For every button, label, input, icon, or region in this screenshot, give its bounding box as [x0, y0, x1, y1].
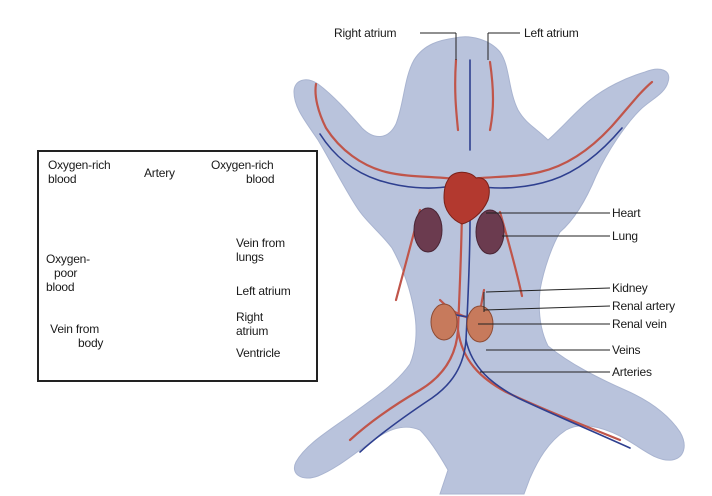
label-line: lungs	[236, 250, 285, 264]
left-lung	[414, 208, 442, 252]
label-lung: Lung	[612, 229, 638, 243]
label-oxygen-poor-blood: Oxygen- poor blood	[46, 252, 90, 294]
label-line: Oxygen-rich	[210, 158, 274, 172]
label-line: Oxygen-rich	[48, 158, 111, 172]
label-line: blood	[210, 172, 274, 186]
label-oxygen-rich-blood-left: Oxygen-rich blood	[48, 158, 111, 186]
label-line: Oxygen-	[46, 252, 90, 266]
label-right-atrium: Right atrium	[334, 26, 396, 40]
left-kidney	[431, 304, 457, 340]
label-vein-from-body: Vein from body	[46, 322, 103, 350]
label-left-atrium-inset: Left atrium	[236, 284, 291, 298]
label-line: Right	[236, 310, 268, 324]
label-vein-from-lungs: Vein from lungs	[236, 236, 285, 264]
label-heart: Heart	[612, 206, 640, 220]
label-left-atrium: Left atrium	[524, 26, 579, 40]
label-renal-vein: Renal vein	[612, 317, 667, 331]
label-arteries: Arteries	[612, 365, 652, 379]
label-line: blood	[48, 172, 111, 186]
label-artery: Artery	[144, 166, 175, 180]
label-renal-artery: Renal artery	[612, 299, 675, 313]
label-veins: Veins	[612, 343, 640, 357]
label-right-atrium-inset: Right atrium	[236, 310, 268, 338]
right-lung	[476, 210, 504, 254]
label-line: Vein from	[236, 236, 285, 250]
label-line: blood	[46, 280, 90, 294]
label-line: body	[46, 336, 103, 350]
frog-body-silhouette	[294, 37, 684, 494]
label-oxygen-rich-blood-right: Oxygen-rich blood	[210, 158, 274, 186]
label-ventricle: Ventricle	[236, 346, 280, 360]
label-line: Vein from	[46, 322, 103, 336]
label-line: poor	[46, 266, 90, 280]
label-line: atrium	[236, 324, 268, 338]
label-kidney: Kidney	[612, 281, 648, 295]
